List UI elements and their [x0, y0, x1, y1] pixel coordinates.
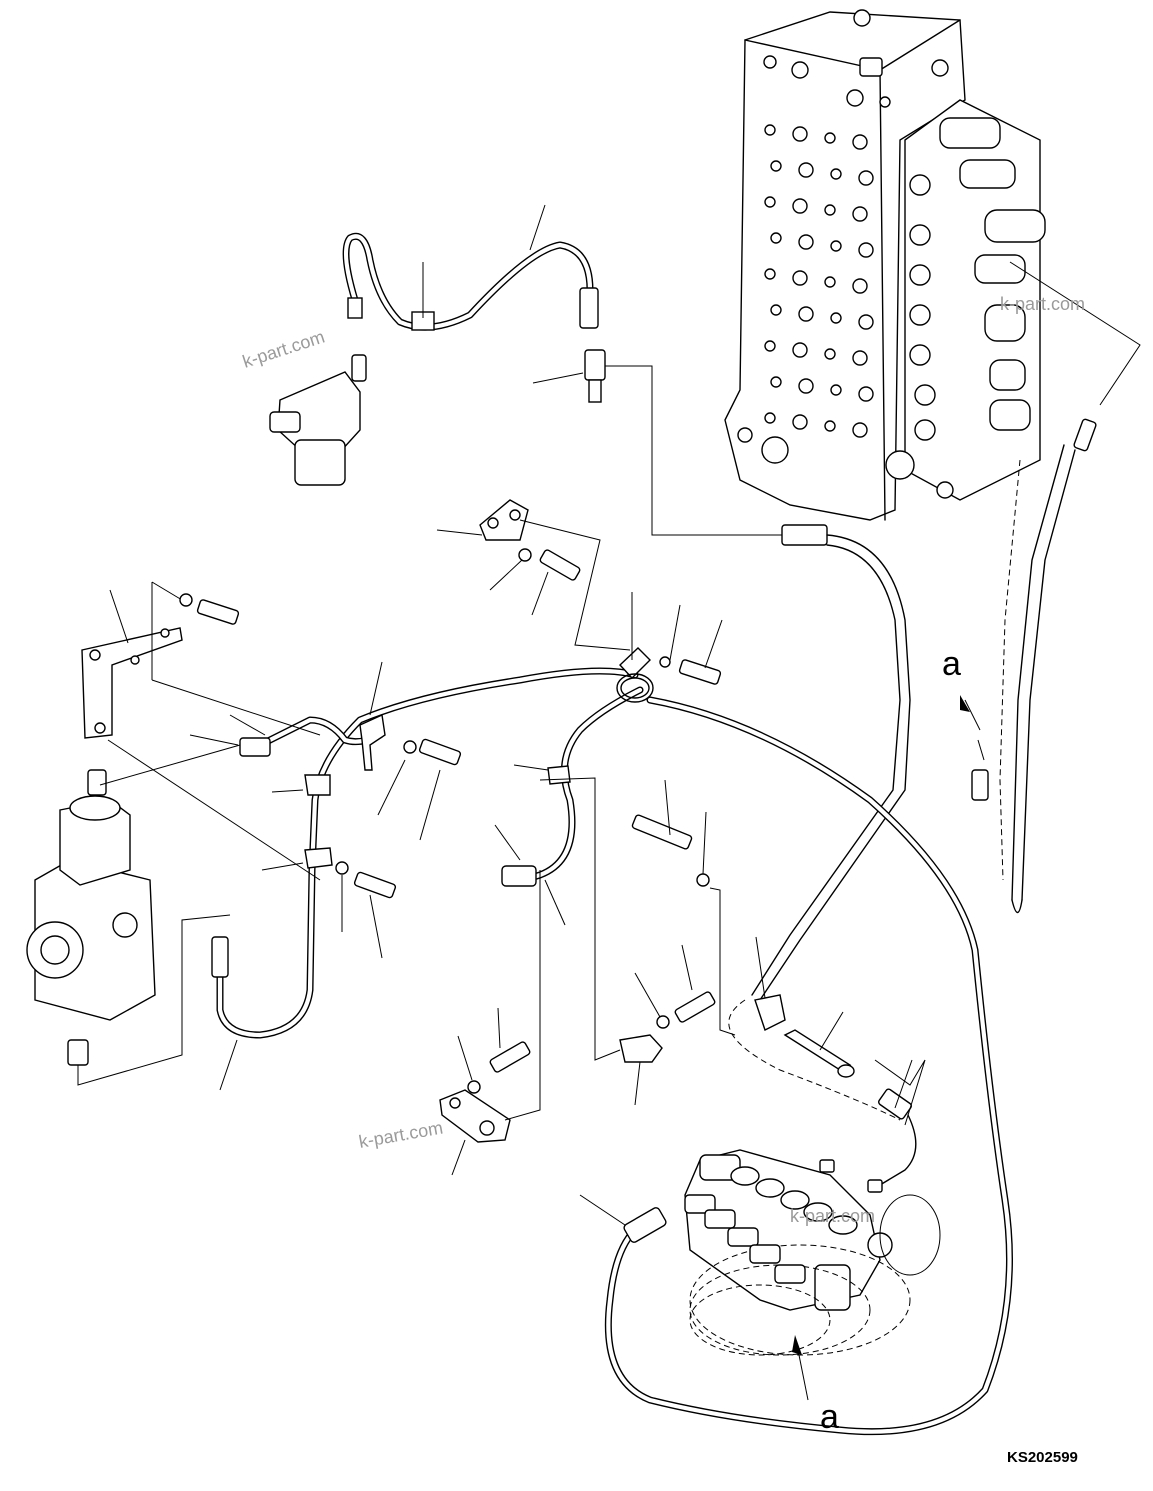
valve-port — [770, 376, 782, 388]
valve-port — [824, 204, 836, 216]
valve-port — [830, 240, 842, 252]
valve-port — [798, 162, 814, 178]
clamps-and-bolts — [261, 499, 723, 959]
valve-port — [858, 242, 874, 258]
valve-port — [858, 386, 874, 402]
valve-port — [852, 350, 868, 366]
view-arrow-upper — [960, 695, 981, 731]
center-hose — [728, 524, 917, 1186]
drawing-code: KS202599 — [1007, 1449, 1078, 1466]
valve-port — [852, 206, 868, 222]
valve-port — [798, 306, 814, 322]
upper-hose-assembly — [269, 204, 790, 536]
long-loop-hose — [579, 696, 1013, 1436]
valve-port — [764, 412, 776, 424]
valve-port — [798, 378, 814, 394]
valve-port — [830, 384, 842, 396]
loop-junction — [616, 673, 654, 703]
left-pump — [26, 744, 241, 1086]
valve-port — [792, 414, 808, 430]
valve-port — [764, 340, 776, 352]
right-hose — [971, 261, 1141, 914]
valve-port — [764, 196, 776, 208]
view-marker-upper: a — [942, 645, 961, 683]
valve-port — [792, 270, 808, 286]
watermark: k-part.com — [240, 327, 327, 372]
valve-port — [858, 170, 874, 186]
valve-port — [770, 232, 782, 244]
main-control-valve — [724, 9, 1046, 521]
valve-port — [824, 420, 836, 432]
valve-port — [852, 134, 868, 150]
view-marker-lower: a — [820, 1398, 839, 1436]
valve-port — [770, 304, 782, 316]
watermark: k-part.com — [790, 1206, 875, 1226]
watermark: k-part.com — [1000, 294, 1085, 314]
lower-valve-block — [684, 1149, 941, 1356]
lower-clamps — [439, 779, 926, 1176]
valve-port — [858, 314, 874, 330]
watermark: k-part.com — [357, 1117, 444, 1151]
valve-port — [792, 342, 808, 358]
valve-port — [830, 312, 842, 324]
valve-port — [798, 234, 814, 250]
valve-port — [764, 268, 776, 280]
middle-hose — [494, 686, 644, 1061]
valve-port — [792, 198, 808, 214]
valve-port — [764, 124, 776, 136]
valve-port — [852, 278, 868, 294]
left-lower-hose — [211, 667, 639, 1091]
valve-port — [852, 422, 868, 438]
valve-port — [830, 168, 842, 180]
view-arrow-lower — [792, 1335, 809, 1401]
valve-port — [824, 132, 836, 144]
valve-port — [824, 348, 836, 360]
left-bracket — [81, 581, 321, 881]
valve-port — [792, 126, 808, 142]
valve-port — [824, 276, 836, 288]
valve-port — [770, 160, 782, 172]
left-fitting-hose — [189, 714, 384, 757]
